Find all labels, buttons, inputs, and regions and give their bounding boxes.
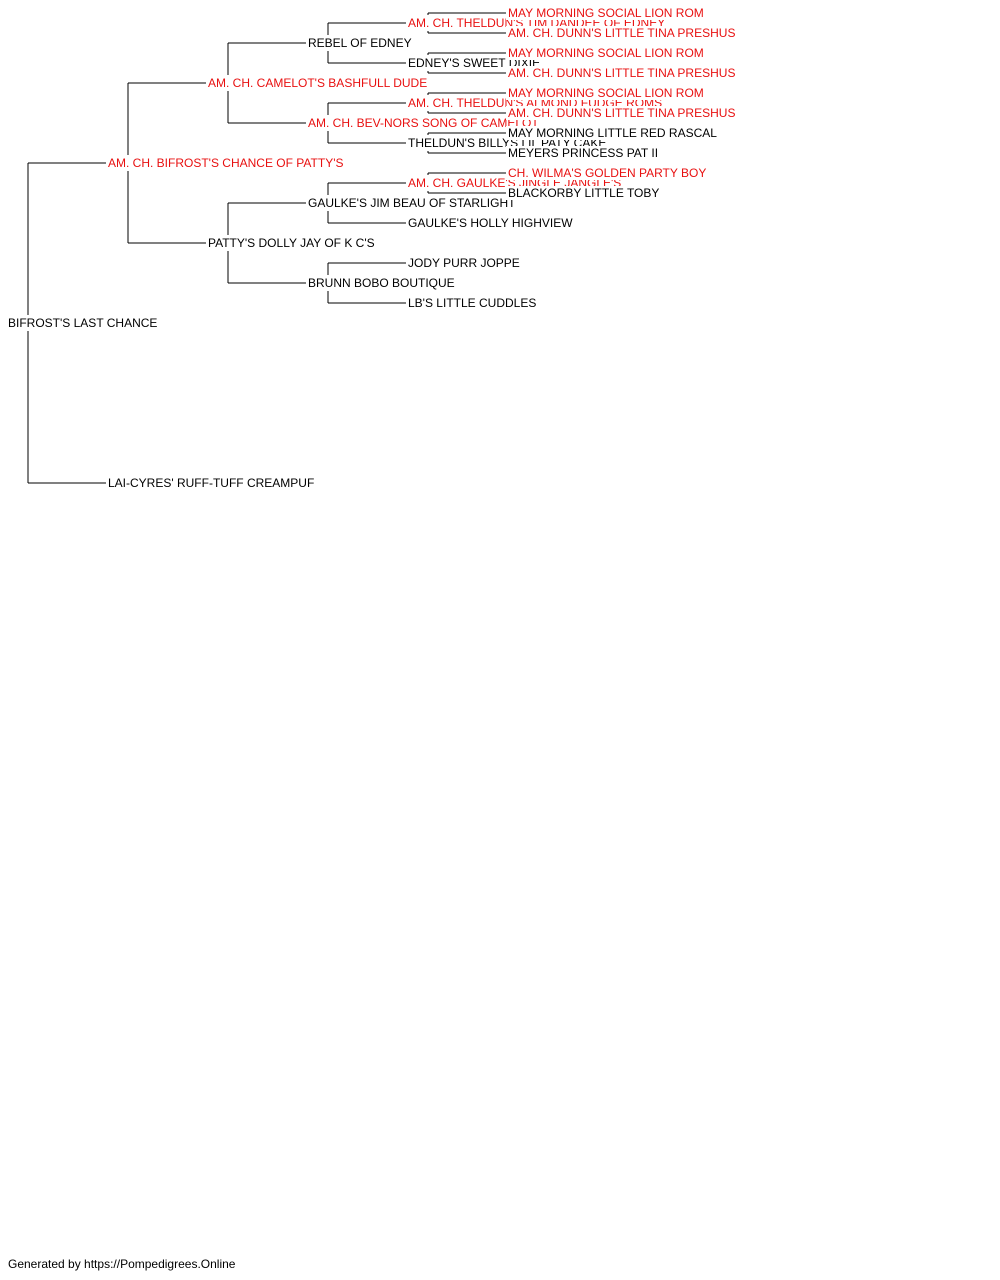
pedigree-entry: MAY MORNING SOCIAL LION ROM bbox=[506, 46, 706, 60]
pedigree-entry: JODY PURR JOPPE bbox=[406, 256, 522, 270]
pedigree-entry: PATTY'S DOLLY JAY OF K C'S bbox=[206, 236, 377, 250]
pedigree-entry: LAI-CYRES' RUFF-TUFF CREAMPUF bbox=[106, 476, 317, 490]
pedigree-entry: REBEL OF EDNEY bbox=[306, 36, 414, 50]
pedigree-entry: AM. CH. BIFROST'S CHANCE OF PATTY'S bbox=[106, 156, 346, 170]
pedigree-entry: BLACKORBY LITTLE TOBY bbox=[506, 186, 662, 200]
pedigree-entry: MAY MORNING LITTLE RED RASCAL bbox=[506, 126, 719, 140]
pedigree-entry: CH. WILMA'S GOLDEN PARTY BOY bbox=[506, 166, 709, 180]
generated-by-footer: Generated by https://Pompedigrees.Online bbox=[8, 1257, 236, 1271]
pedigree-entry: MEYERS PRINCESS PAT II bbox=[506, 146, 661, 160]
pedigree-entry: BRUNN BOBO BOUTIQUE bbox=[306, 276, 457, 290]
pedigree-entry: GAULKE'S HOLLY HIGHVIEW bbox=[406, 216, 575, 230]
pedigree-entry: LB'S LITTLE CUDDLES bbox=[406, 296, 539, 310]
pedigree-entry: AM. CH. DUNN'S LITTLE TINA PRESHUS bbox=[506, 106, 738, 120]
pedigree-entry: BIFROST'S LAST CHANCE bbox=[6, 316, 160, 330]
pedigree-entry: MAY MORNING SOCIAL LION ROM bbox=[506, 6, 706, 20]
pedigree-entry: AM. CH. BEV-NORS SONG OF CAMELOT bbox=[306, 116, 541, 130]
pedigree-entry: AM. CH. DUNN'S LITTLE TINA PRESHUS bbox=[506, 66, 738, 80]
pedigree-entry: GAULKE'S JIM BEAU OF STARLIGHT bbox=[306, 196, 518, 210]
pedigree-entry: AM. CH. DUNN'S LITTLE TINA PRESHUS bbox=[506, 26, 738, 40]
pedigree-entry: MAY MORNING SOCIAL LION ROM bbox=[506, 86, 706, 100]
pedigree-entry: AM. CH. CAMELOT'S BASHFULL DUDE bbox=[206, 76, 430, 90]
